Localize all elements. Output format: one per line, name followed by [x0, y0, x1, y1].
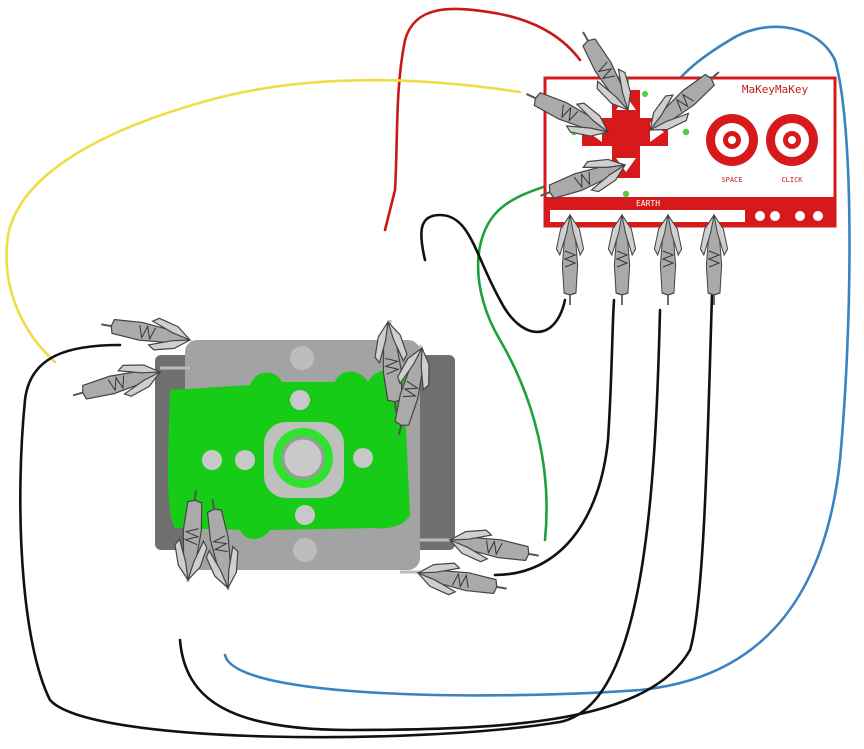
down-arrow-icon: [616, 158, 636, 172]
click-label: CLICK: [781, 176, 803, 184]
earth-strip-pad: [550, 210, 745, 222]
earth-holes: [755, 211, 823, 221]
green-wire: [476, 173, 577, 542]
black-wire-joystick-left: [19, 308, 662, 739]
joystick-dot-up: [290, 390, 310, 410]
joystick-dot-down: [295, 505, 315, 525]
joystick-dot-left-inner: [235, 450, 255, 470]
clip-earth-1: [555, 214, 585, 306]
space-pad: [706, 114, 758, 166]
clip-joystick-left-upper: [97, 307, 194, 357]
clip-earth-2: [607, 214, 637, 306]
clip-earth-4: [699, 214, 729, 306]
joystick-socket-top: [290, 346, 314, 370]
brand-label: MaKeyMaKey: [742, 83, 809, 96]
black-wire-joystick-bottom-left: [178, 293, 714, 732]
clip-joystick-right-lower: [414, 556, 511, 606]
yellow-wire: [5, 78, 522, 364]
joystick-dot-right: [353, 448, 373, 468]
joystick-module: [155, 320, 455, 590]
red-wire: [383, 7, 582, 232]
arrow-key-cross: [582, 90, 668, 178]
clip-earth-3: [653, 214, 683, 306]
joystick-stick-knob: [281, 436, 325, 480]
clip-joystick-left-lower: [67, 355, 166, 412]
joystick-dot-left-outer: [202, 450, 222, 470]
blue-wire: [223, 25, 851, 697]
space-label: SPACE: [721, 176, 742, 184]
wires: [5, 7, 851, 739]
black-wire-joystick-top: [420, 213, 567, 334]
clip-joystick-right-upper: [446, 523, 543, 573]
black-wire-joystick-right: [493, 298, 616, 577]
earth-label: EARTH: [636, 199, 660, 208]
click-pad: [766, 114, 818, 166]
joystick-socket-bottom: [293, 538, 317, 562]
